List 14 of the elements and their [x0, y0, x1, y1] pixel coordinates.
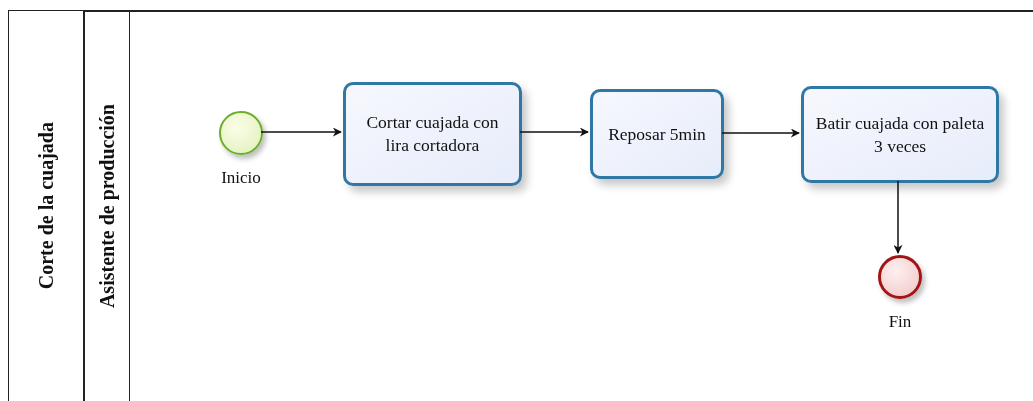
event-label: Inicio	[221, 169, 261, 186]
event-label: Fin	[888, 313, 912, 330]
task-label: Cortar cuajada con lira cortadora	[365, 111, 500, 157]
arrow	[260, 127, 342, 137]
arrow	[721, 128, 800, 138]
task-label: Reposar 5min	[608, 122, 706, 146]
task-box	[801, 86, 999, 183]
arrow	[519, 127, 589, 137]
task-box	[590, 89, 724, 179]
arrow	[893, 180, 903, 254]
lane-title: Asistente de producción	[95, 104, 120, 309]
task-label: Batir cuajada con paleta 3 veces	[814, 111, 986, 158]
pool-title: Corte de la cuajada	[34, 121, 59, 290]
task-box	[343, 82, 522, 186]
